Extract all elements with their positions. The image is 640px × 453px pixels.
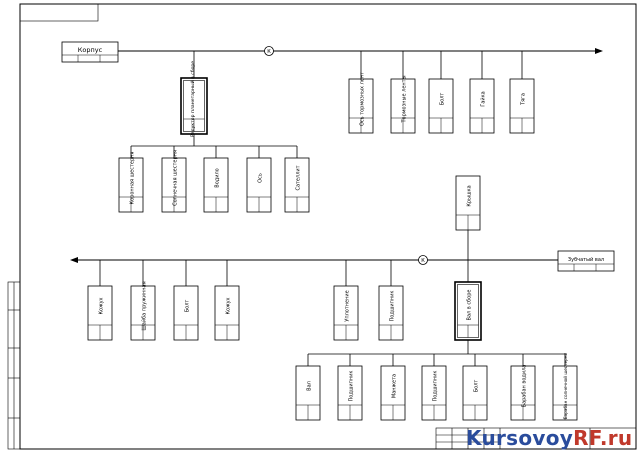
part-box: Коронная шестерня <box>118 152 144 213</box>
part-label: Ось тормозных лент <box>360 72 366 126</box>
watermark-part1: Kursovoy <box>466 426 574 450</box>
part-label: Коронная шестерня <box>130 152 136 205</box>
head-box-gear-shaft-label: Зубчатый вал <box>568 256 604 263</box>
part-label: Гайка <box>480 91 487 106</box>
head-box-korpus: Корпус <box>61 41 119 63</box>
title-block <box>435 427 637 450</box>
part-label: Шайба пружинная <box>141 281 148 330</box>
gearbox-branches <box>130 134 298 158</box>
part-label: Манжета <box>392 374 398 398</box>
part-box-cover: Крышка <box>455 175 481 231</box>
head-box-korpus-label: Корпус <box>78 46 103 54</box>
assembly-box-shaft-label: Вал в сборе <box>467 290 473 321</box>
part-box: Кожух <box>214 285 240 341</box>
part-label: Барабан солнечной шестерни <box>563 353 568 420</box>
part-label: Солнечная шестерня <box>173 150 179 206</box>
part-label: Подшипник <box>390 291 396 322</box>
part-box: Барабан водила <box>510 365 536 421</box>
part-label: Тяга <box>521 93 527 106</box>
top-right-branches <box>360 51 523 79</box>
middle-node-circle <box>418 255 428 265</box>
part-box: Ось <box>246 157 272 213</box>
part-label: Тормозные ленты <box>402 75 408 123</box>
part-label: Кожух <box>226 297 232 314</box>
part-box: Болт <box>428 78 454 134</box>
part-label: Болт <box>474 380 480 393</box>
part-box: Тяга <box>509 78 535 134</box>
part-box: Болт <box>173 285 199 341</box>
sheet-corner-stamp <box>19 3 99 22</box>
middle-arrow-icon <box>70 257 78 263</box>
head-box-gear-shaft: Зубчатый вал <box>557 250 615 272</box>
sheet-frame <box>19 3 637 450</box>
assembly-box-gearbox-label: Редуктор планетарный в сборе <box>189 61 196 137</box>
part-box: Подшипник <box>378 285 404 341</box>
watermark-logo: KursovoyRF.ru <box>466 426 632 450</box>
part-box: Шайба пружинная <box>130 281 156 341</box>
part-label: Вал <box>307 381 313 391</box>
part-box: Подшипник <box>337 365 363 421</box>
watermark-part2: RF.ru <box>573 426 633 450</box>
part-box: Тормозные ленты <box>390 75 416 134</box>
part-label: Барабан водила <box>522 365 528 408</box>
part-label: Крышка <box>467 185 473 206</box>
top-node-circle <box>264 46 274 56</box>
part-label: Подшипник <box>349 371 355 402</box>
part-box: Сателлит <box>284 157 310 213</box>
part-box: Вал <box>295 365 321 421</box>
part-label: Кожух <box>99 297 105 314</box>
part-box: Болт <box>462 365 488 421</box>
part-box: Манжета <box>380 365 406 421</box>
part-label: Болт <box>185 300 191 313</box>
part-box: Барабан солнечной шестерни <box>552 353 578 421</box>
part-label: Сателлит <box>296 165 302 190</box>
part-label: Подшипник <box>433 371 439 402</box>
part-box: Подшипник <box>421 365 447 421</box>
part-box: Кожух <box>87 285 113 341</box>
middle-left-branches <box>99 260 392 286</box>
part-label: Водило <box>215 168 221 187</box>
part-box: Ось тормозных лент <box>348 72 374 134</box>
part-box: Гайка <box>469 78 495 134</box>
part-box: Солнечная шестерня <box>161 150 187 213</box>
part-box: Водило <box>203 157 229 213</box>
part-label: Болт <box>440 93 446 106</box>
top-arrow-icon <box>595 48 603 54</box>
assembly-box-gearbox: Редуктор планетарный в сборе <box>180 61 208 137</box>
top-node-label: К <box>267 49 271 55</box>
part-label: Ось <box>258 173 264 183</box>
shaft-branches <box>307 340 566 366</box>
part-box: Уплотнение <box>333 285 359 341</box>
assembly-box-shaft: Вал в сборе <box>454 281 482 341</box>
part-label: Уплотнение <box>345 290 351 321</box>
left-margin-stamp <box>7 281 21 450</box>
middle-node-label: К <box>421 258 425 264</box>
